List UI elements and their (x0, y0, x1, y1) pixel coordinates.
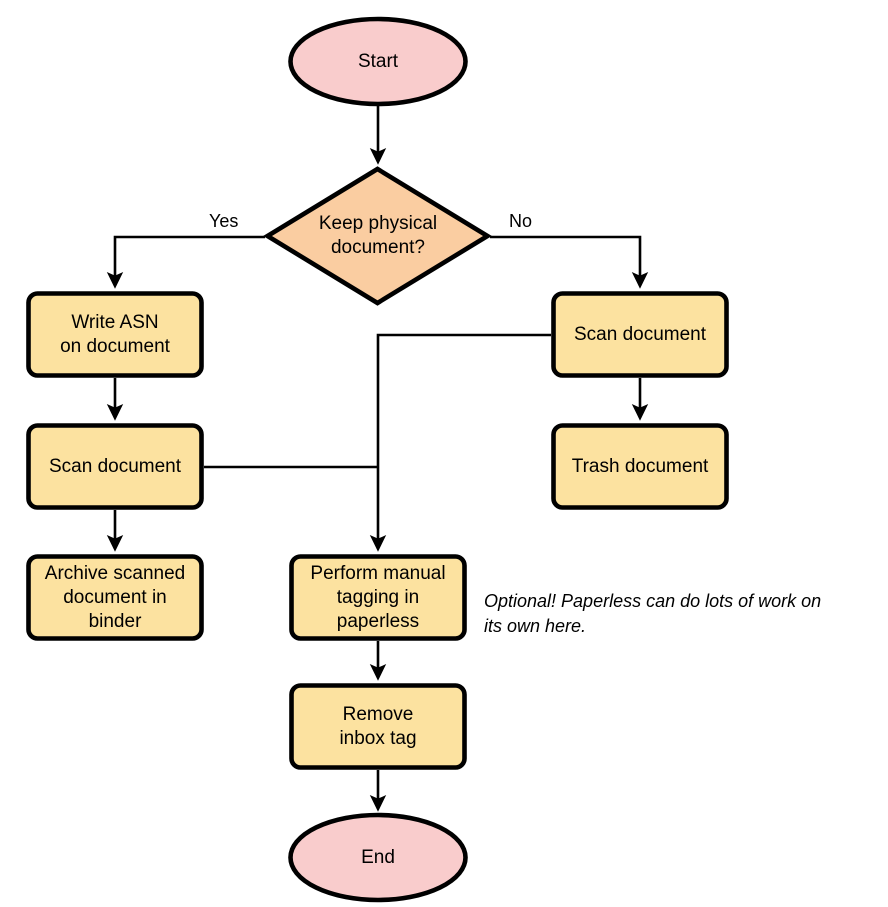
node-end[interactable] (288, 812, 468, 903)
node-remove-inbox-tag[interactable] (289, 683, 467, 770)
edge-keep-physical-to-scan-right (490, 235, 649, 289)
node-keep-physical-document[interactable] (263, 166, 492, 306)
node-perform-manual-tagging[interactable] (289, 554, 467, 641)
node-scan-document-right[interactable] (551, 291, 729, 378)
node-scan-document-left[interactable] (26, 423, 204, 510)
edge-label-no: No (509, 211, 533, 231)
node-start[interactable] (288, 16, 468, 107)
node-write-asn-on-document[interactable] (26, 291, 204, 378)
edge-scan-right-to-manual-tagging (369, 333, 551, 552)
edge-label-yes: Yes (209, 211, 239, 231)
node-trash-document[interactable] (551, 423, 729, 510)
node-archive-scanned-document-in-binder[interactable] (26, 554, 204, 641)
optional-note-text: Optional! Paperless can do lots of work … (484, 591, 822, 636)
edge-keep-physical-to-write-asn (106, 235, 265, 289)
